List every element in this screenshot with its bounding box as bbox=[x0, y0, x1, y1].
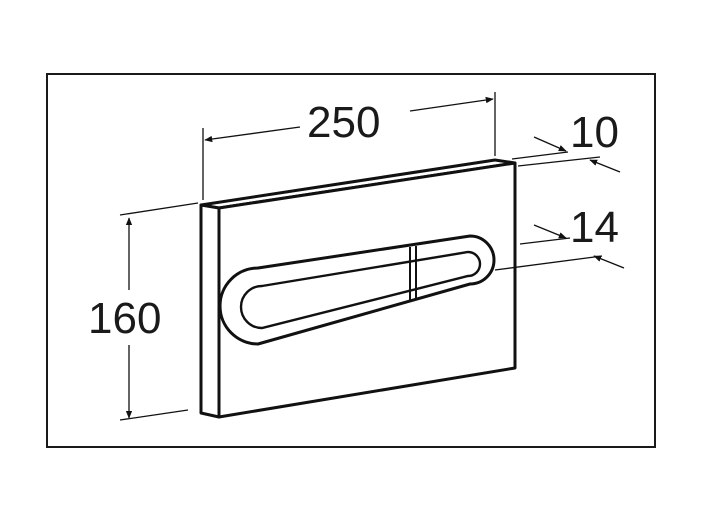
thickness-dimension-label: 10 bbox=[570, 108, 619, 157]
width-arrow-left bbox=[204, 126, 301, 143]
height-dimension-label: 160 bbox=[88, 294, 161, 343]
plate-left-edge bbox=[199, 203, 221, 419]
width-dimension-label: 250 bbox=[307, 98, 380, 147]
height-extension-top bbox=[119, 202, 199, 216]
plate-front-face bbox=[217, 161, 517, 419]
thickness-arrow-top bbox=[533, 136, 567, 152]
thickness-arrow-bottom bbox=[589, 159, 621, 173]
depth-arrow-bottom bbox=[593, 255, 625, 269]
depth-extension-bottom bbox=[494, 255, 603, 271]
button-inner-loop bbox=[239, 250, 482, 330]
depth-arrow-top bbox=[533, 224, 567, 239]
depth-dimension-label: 14 bbox=[570, 203, 619, 252]
button-outer-loop bbox=[218, 234, 496, 346]
width-arrow-right bbox=[409, 96, 494, 112]
depth-extension-top bbox=[519, 237, 571, 245]
thickness-extension-top bbox=[511, 151, 569, 160]
thickness-extension-bottom bbox=[517, 156, 601, 167]
